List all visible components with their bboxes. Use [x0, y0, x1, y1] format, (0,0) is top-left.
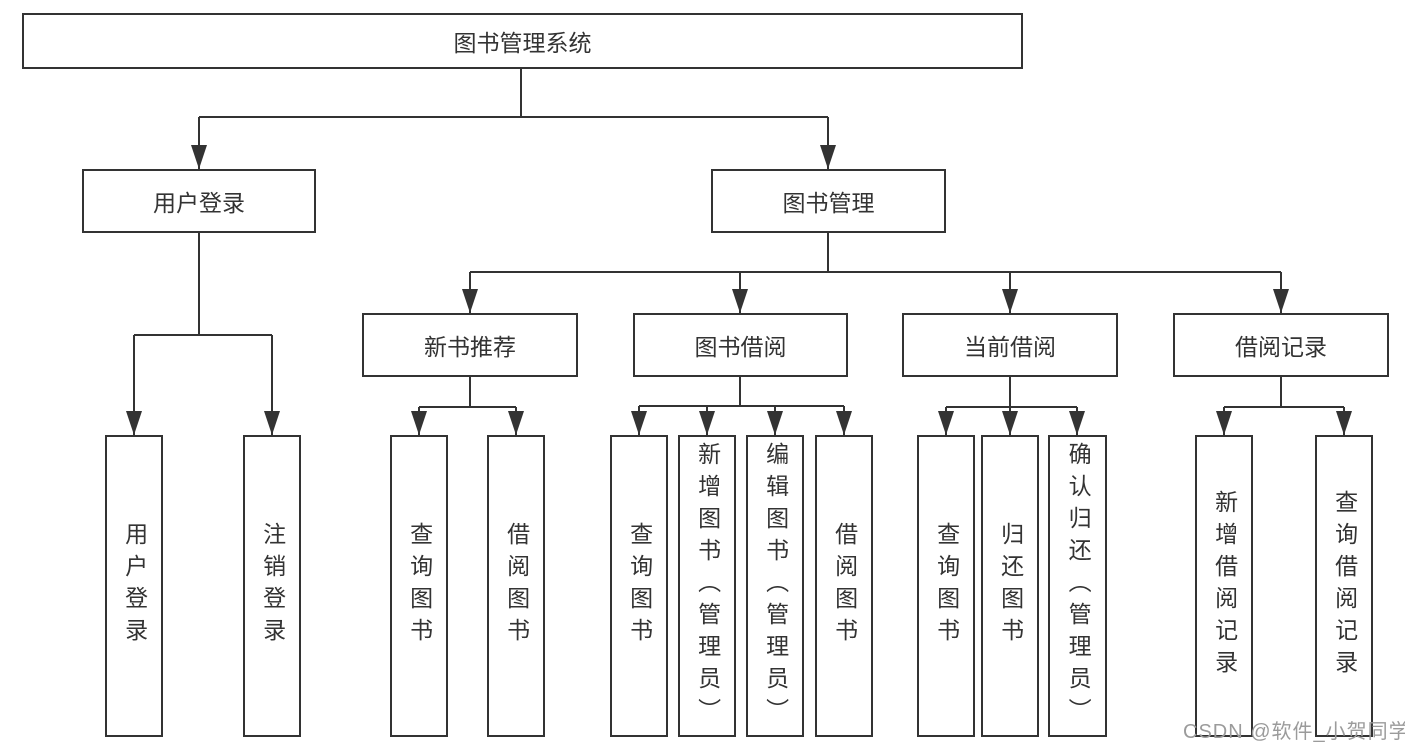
leaf-add-borrow-record: 新增借阅记录 — [1195, 435, 1253, 737]
node-label: 用户登录 — [153, 190, 245, 216]
leaf-label: 注销登录 — [259, 522, 286, 650]
connector-book-management — [470, 233, 1281, 273]
leaf-confirm-return-admin: 确认归还（管理员） — [1048, 435, 1107, 737]
leaf-query-borrow-record: 查询借阅记录 — [1315, 435, 1373, 737]
leaf-query-books: 查询图书 — [390, 435, 448, 737]
node-current-borrowing: 当前借阅 — [902, 313, 1118, 377]
leaf-edit-book-admin: 编辑图书（管理员） — [746, 435, 804, 737]
node-label: 借阅记录 — [1235, 334, 1327, 360]
leaf-user-login: 用户登录 — [105, 435, 163, 737]
node-label: 图书借阅 — [694, 334, 787, 360]
leaf-label: 借阅图书 — [831, 522, 858, 650]
leaf-query-books: 查询图书 — [610, 435, 668, 737]
node-book-management: 图书管理 — [711, 169, 946, 233]
node-library-management-system: 图书管理系统 — [22, 13, 1023, 69]
leaf-label: 借阅图书 — [503, 522, 530, 650]
connector-current-borrowing — [946, 377, 1077, 408]
watermark: CSDN @软件_小贺同学 — [1183, 721, 1405, 743]
leaf-label: 编辑图书（管理员） — [762, 442, 789, 730]
leaf-return-books: 归还图书 — [981, 435, 1039, 737]
leaf-query-books: 查询图书 — [917, 435, 975, 737]
leaf-label: 归还图书 — [997, 522, 1024, 650]
node-label: 新书推荐 — [424, 334, 516, 360]
node-label: 图书管理 — [782, 190, 875, 216]
leaf-label: 新增图书（管理员） — [694, 442, 721, 730]
leaf-label: 查询借阅记录 — [1331, 490, 1358, 682]
connector-borrow-records — [1224, 377, 1344, 408]
connector-root — [199, 69, 828, 118]
leaf-borrow-books: 借阅图书 — [815, 435, 873, 737]
node-user-login: 用户登录 — [82, 169, 316, 233]
connector-user-login — [134, 233, 272, 336]
node-label: 当前借阅 — [964, 334, 1056, 360]
leaf-label: 用户登录 — [121, 522, 148, 650]
leaf-label: 查询图书 — [406, 522, 433, 650]
leaf-label: 查询图书 — [933, 522, 960, 650]
leaf-logout: 注销登录 — [243, 435, 301, 737]
connector-book-borrowing — [639, 377, 844, 407]
connector-new-book — [419, 377, 516, 408]
node-borrow-records: 借阅记录 — [1173, 313, 1389, 377]
node-book-borrowing: 图书借阅 — [633, 313, 848, 377]
leaf-add-book-admin: 新增图书（管理员） — [678, 435, 736, 737]
leaf-label: 查询图书 — [626, 522, 653, 650]
leaf-label: 新增借阅记录 — [1211, 490, 1238, 682]
node-label: 图书管理系统 — [453, 30, 592, 56]
leaf-borrow-books: 借阅图书 — [487, 435, 545, 737]
leaf-label: 确认归还（管理员） — [1065, 442, 1092, 730]
node-new-book-recommend: 新书推荐 — [362, 313, 578, 377]
